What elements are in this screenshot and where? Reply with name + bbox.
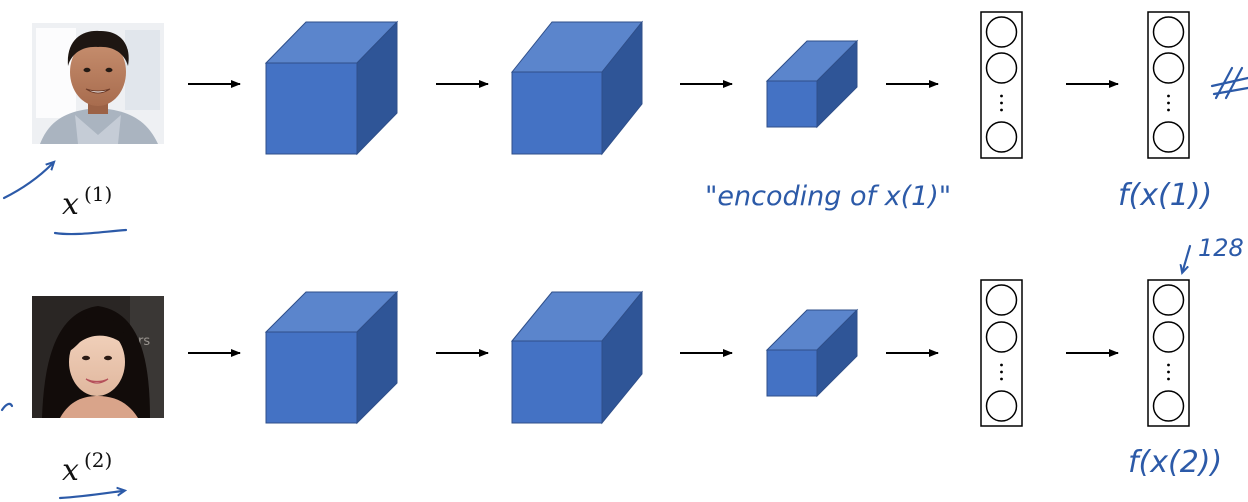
encoding-vector <box>1147 11 1190 159</box>
fc-layer-vector <box>980 11 1023 159</box>
input-label-x1: x (1) <box>62 182 112 222</box>
vector-size-annotation: 128 <box>1183 234 1244 270</box>
conv-volume-1 <box>264 290 399 425</box>
svg-text:x: x <box>62 453 79 488</box>
scribble-mark <box>1210 66 1248 100</box>
svg-text:rs: rs <box>138 334 150 349</box>
conv-volume-2 <box>510 20 644 156</box>
encoding-note: "encoding of x(1)" <box>705 181 951 212</box>
underline-stroke <box>53 228 128 236</box>
output-label-f-x2: f(x(2)) <box>1128 445 1222 480</box>
row-2: rs <box>0 279 1222 500</box>
conv-volume-2 <box>510 290 644 425</box>
pointer-stroke <box>2 164 52 200</box>
svg-text:x: x <box>62 187 79 222</box>
svg-text:(2): (2) <box>84 448 112 472</box>
vertical-ellipsis-icon <box>1167 94 1170 112</box>
fc-layer-vector <box>980 279 1023 427</box>
face-photo-woman: rs <box>32 296 164 418</box>
svg-text:(1): (1) <box>84 182 112 206</box>
vertical-ellipsis-icon <box>1000 94 1003 112</box>
pointer-stroke <box>0 402 14 412</box>
input-label-x2: x (2) <box>62 448 112 488</box>
conv-volume-3 <box>765 39 859 129</box>
output-label-f-x1: f(x(1)) <box>1118 178 1212 213</box>
encoding-vector <box>1147 279 1190 427</box>
conv-volume-1 <box>264 20 399 156</box>
conv-volume-3 <box>765 308 859 398</box>
vertical-ellipsis-icon <box>1000 363 1003 381</box>
underline-stroke <box>58 491 122 500</box>
vertical-ellipsis-icon <box>1167 363 1170 381</box>
row-1: x (1) "encoding of x(1)" f(x(1)) <box>2 11 1248 236</box>
svg-text:128: 128 <box>1198 234 1244 262</box>
face-photo-man <box>32 23 164 144</box>
